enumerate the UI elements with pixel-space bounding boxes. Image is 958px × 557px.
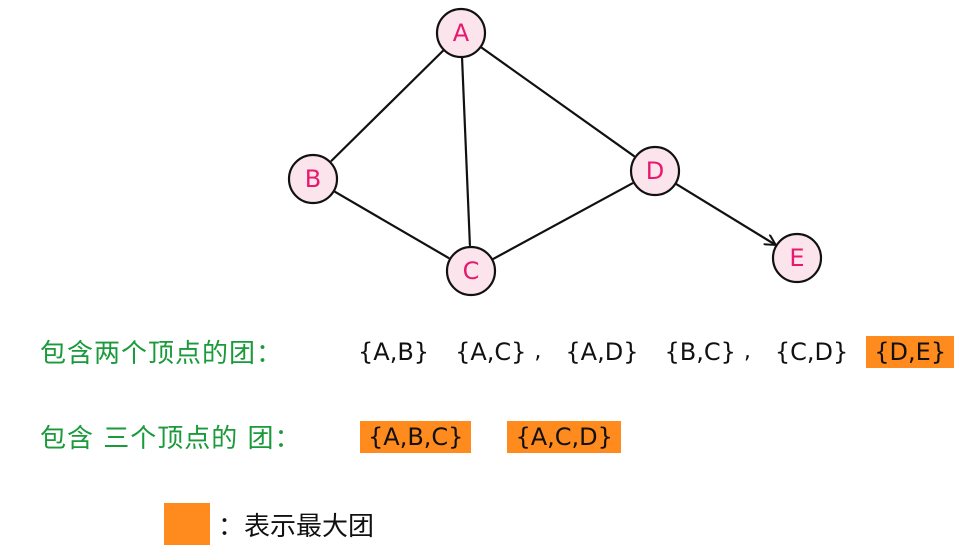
node-label: E (789, 244, 804, 272)
row-label: 包含两个顶点的团： (40, 339, 284, 369)
edge-b-c (332, 189, 450, 260)
three-vertex-cliques-row: 包含 三个顶点的 团： {A,B,C} {A,C,D} (40, 418, 621, 455)
edge-c-d (490, 182, 634, 261)
clique-list: {A,B,C} {A,C,D} (360, 420, 621, 453)
node-d: D (629, 145, 681, 197)
node-b: B (287, 153, 339, 205)
maximal-clique-set: {A,C,D} (507, 420, 621, 453)
node-circle (287, 153, 339, 205)
node-e: E (771, 232, 823, 284)
clique-set: {C,D} (774, 337, 849, 366)
clique-set: {B,C} (664, 337, 736, 366)
edge-a-c (460, 55, 472, 247)
legend: ：表示最大团 (164, 503, 374, 545)
node-label: B (305, 165, 321, 193)
edge-a-d (479, 45, 635, 158)
clique-set: {A,C} (455, 337, 527, 366)
row-label: 包含 三个顶点的 团： (40, 424, 302, 454)
edge-d-e (674, 182, 774, 245)
node-circle (445, 245, 497, 297)
clique-set: {A,D} (565, 337, 639, 366)
set-separator: , (743, 339, 751, 364)
node-circle (435, 7, 487, 59)
graph-diagram: A B C D E (287, 7, 823, 297)
legend-swatch (164, 503, 210, 545)
two-vertex-cliques-row: 包含两个顶点的团： {A,B} {A,C}, {A,D} {B,C}, {C,D} {D,… (40, 333, 955, 370)
legend-text: ：表示最大团 (218, 511, 375, 542)
maximal-clique-set: {A,B,C} (360, 420, 472, 453)
edge-a-b (330, 48, 446, 162)
node-circle (771, 232, 823, 284)
node-label: D (646, 157, 664, 185)
node-circle (629, 145, 681, 197)
clique-set: {A,B} (358, 337, 430, 366)
maximal-clique-set: {D,E} (866, 335, 955, 368)
set-separator: , (534, 339, 542, 364)
clique-list: {A,B} {A,C}, {A,D} {B,C}, {C,D} {D,E} (350, 335, 955, 368)
node-label: A (453, 19, 470, 47)
node-a: A (435, 7, 487, 59)
node-c: C (445, 245, 497, 297)
node-label: C (463, 257, 480, 285)
